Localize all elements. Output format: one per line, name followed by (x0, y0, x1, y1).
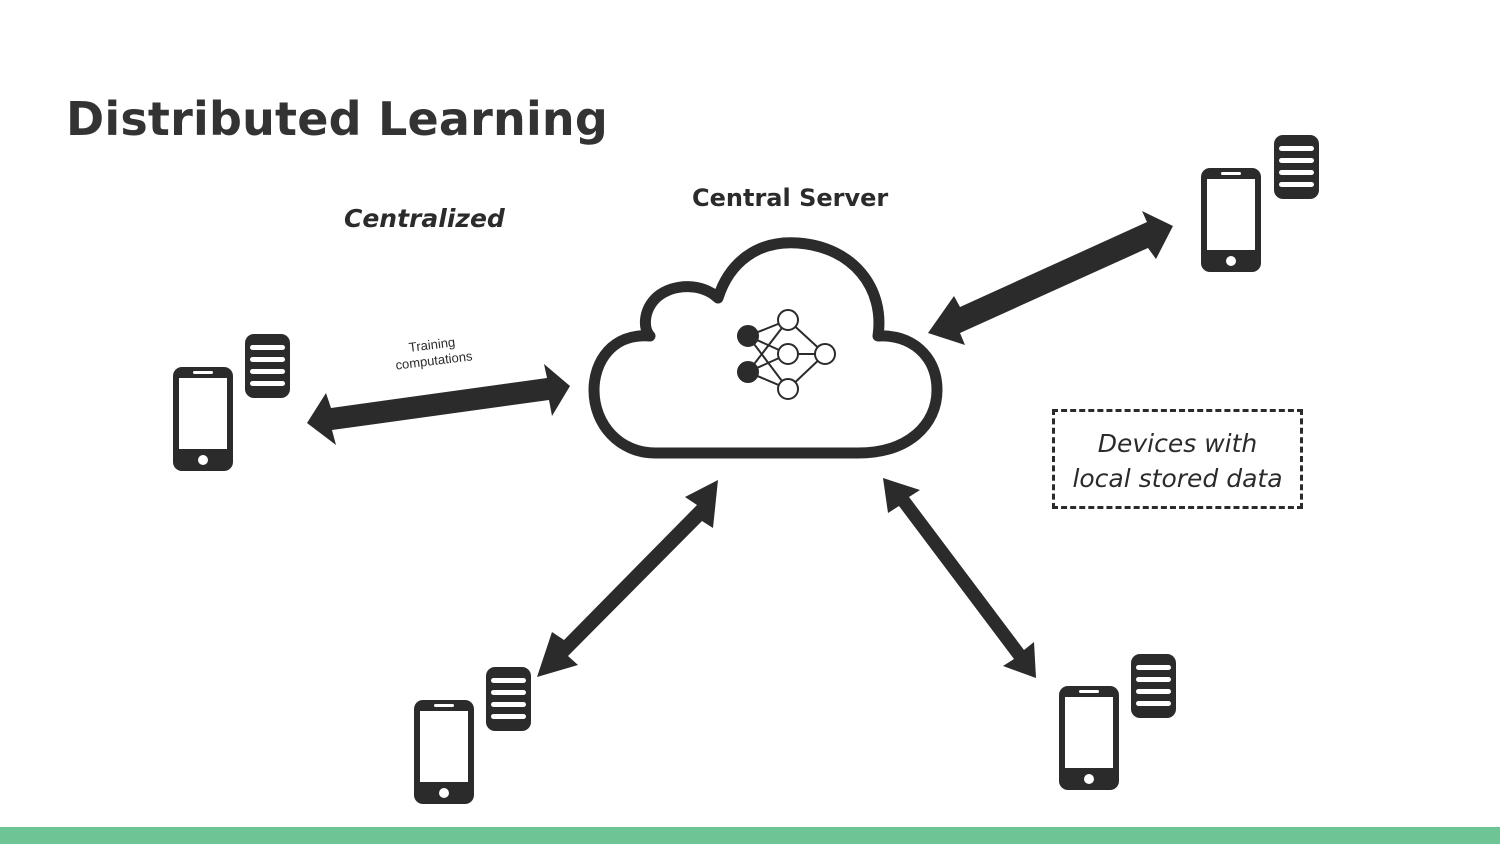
central-server-label: Central Server (692, 184, 889, 212)
neural-network-icon (737, 309, 836, 400)
device-bottom-right (1059, 654, 1176, 790)
arrow-bottom-right-device (883, 478, 1036, 678)
device-left (173, 334, 290, 471)
database-icon (1274, 135, 1319, 199)
arrow-top-right-device (928, 211, 1173, 345)
device-bottom-left (414, 667, 531, 804)
legend-box: Devices with local stored data (1052, 409, 1303, 509)
device-top-right (1201, 135, 1319, 272)
arrow-bottom-left-device (537, 480, 718, 677)
legend-line: Devices with (1097, 429, 1258, 458)
database-icon (245, 334, 290, 398)
database-icon (1131, 654, 1176, 718)
smartphone-icon (173, 367, 233, 471)
database-icon (486, 667, 531, 731)
legend-line: local stored data (1072, 464, 1283, 493)
arrow-left-device (307, 364, 570, 445)
smartphone-icon (1201, 168, 1261, 272)
footer-bar (0, 827, 1500, 844)
slide-subtitle: Centralized (344, 204, 505, 233)
smartphone-icon (1059, 686, 1119, 790)
smartphone-icon (414, 700, 474, 804)
slide-title: Distributed Learning (66, 92, 609, 146)
